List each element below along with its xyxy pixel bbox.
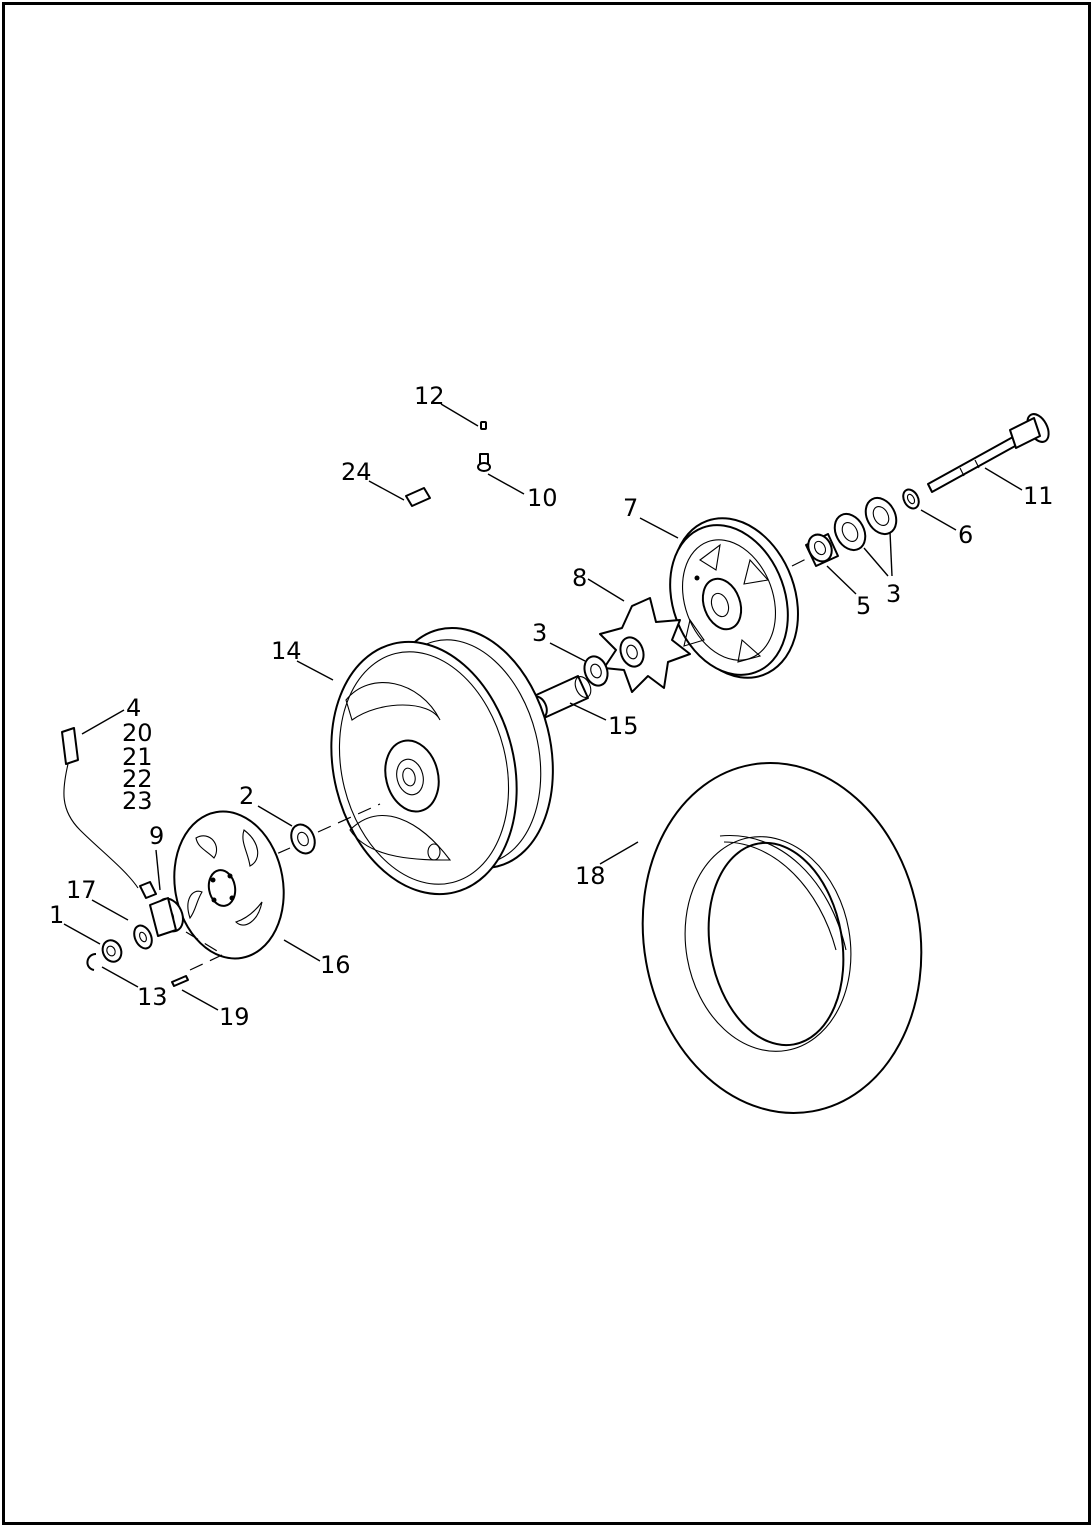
wheel-speed-sensor[interactable] — [61, 727, 157, 899]
brake-rotor[interactable] — [163, 803, 295, 968]
callout-11: 11 — [1023, 482, 1054, 510]
pulley-sprocket[interactable] — [650, 500, 819, 695]
spacer-sleeve[interactable] — [804, 530, 839, 567]
rear-wheel[interactable] — [306, 610, 577, 914]
callout-15: 15 — [608, 712, 639, 740]
tire[interactable] — [616, 741, 949, 1136]
wheel-bearing[interactable] — [287, 821, 319, 857]
callout-4: 4 — [126, 694, 141, 722]
valve-stem[interactable] — [477, 453, 491, 472]
callout-3-right: 3 — [886, 580, 901, 608]
callout-19: 19 — [219, 1003, 250, 1031]
rotor-screw[interactable] — [171, 975, 189, 987]
callout-7: 7 — [623, 494, 638, 522]
callout-24: 24 — [341, 458, 372, 486]
bearing-single[interactable] — [581, 653, 612, 689]
callout-16: 16 — [320, 951, 351, 979]
callout-20: 20 — [122, 719, 153, 747]
leader-lines — [63, 403, 1023, 1011]
callout-5: 5 — [856, 592, 871, 620]
callout-18: 18 — [575, 862, 606, 890]
washer[interactable] — [131, 923, 155, 951]
callout-8: 8 — [572, 564, 587, 592]
spacer-ring[interactable] — [900, 487, 922, 511]
callout-2: 2 — [239, 782, 254, 810]
bearing-pair[interactable] — [829, 493, 903, 556]
callout-21: 21 — [122, 743, 153, 771]
cush-drive-isolator[interactable] — [599, 597, 691, 693]
e-clip[interactable] — [86, 953, 97, 971]
callout-3-left: 3 — [532, 619, 547, 647]
callout-10: 10 — [527, 484, 558, 512]
callout-13: 13 — [137, 983, 168, 1011]
callout-6: 6 — [958, 521, 973, 549]
callout-9: 9 — [149, 822, 164, 850]
axle-nut[interactable] — [99, 937, 124, 964]
callout-labels: 12 24 10 7 11 6 8 3 5 3 14 15 4 20 21 22… — [49, 382, 1054, 1031]
valve-cap[interactable] — [480, 421, 487, 430]
callout-14: 14 — [271, 637, 302, 665]
balance-weight[interactable] — [405, 487, 431, 507]
callout-23: 23 — [122, 787, 153, 815]
callout-22: 22 — [122, 765, 153, 793]
axle[interactable] — [927, 411, 1053, 493]
callout-17: 17 — [66, 876, 97, 904]
callout-1: 1 — [49, 901, 64, 929]
callout-12: 12 — [414, 382, 445, 410]
sensor-spacer[interactable] — [149, 895, 188, 937]
